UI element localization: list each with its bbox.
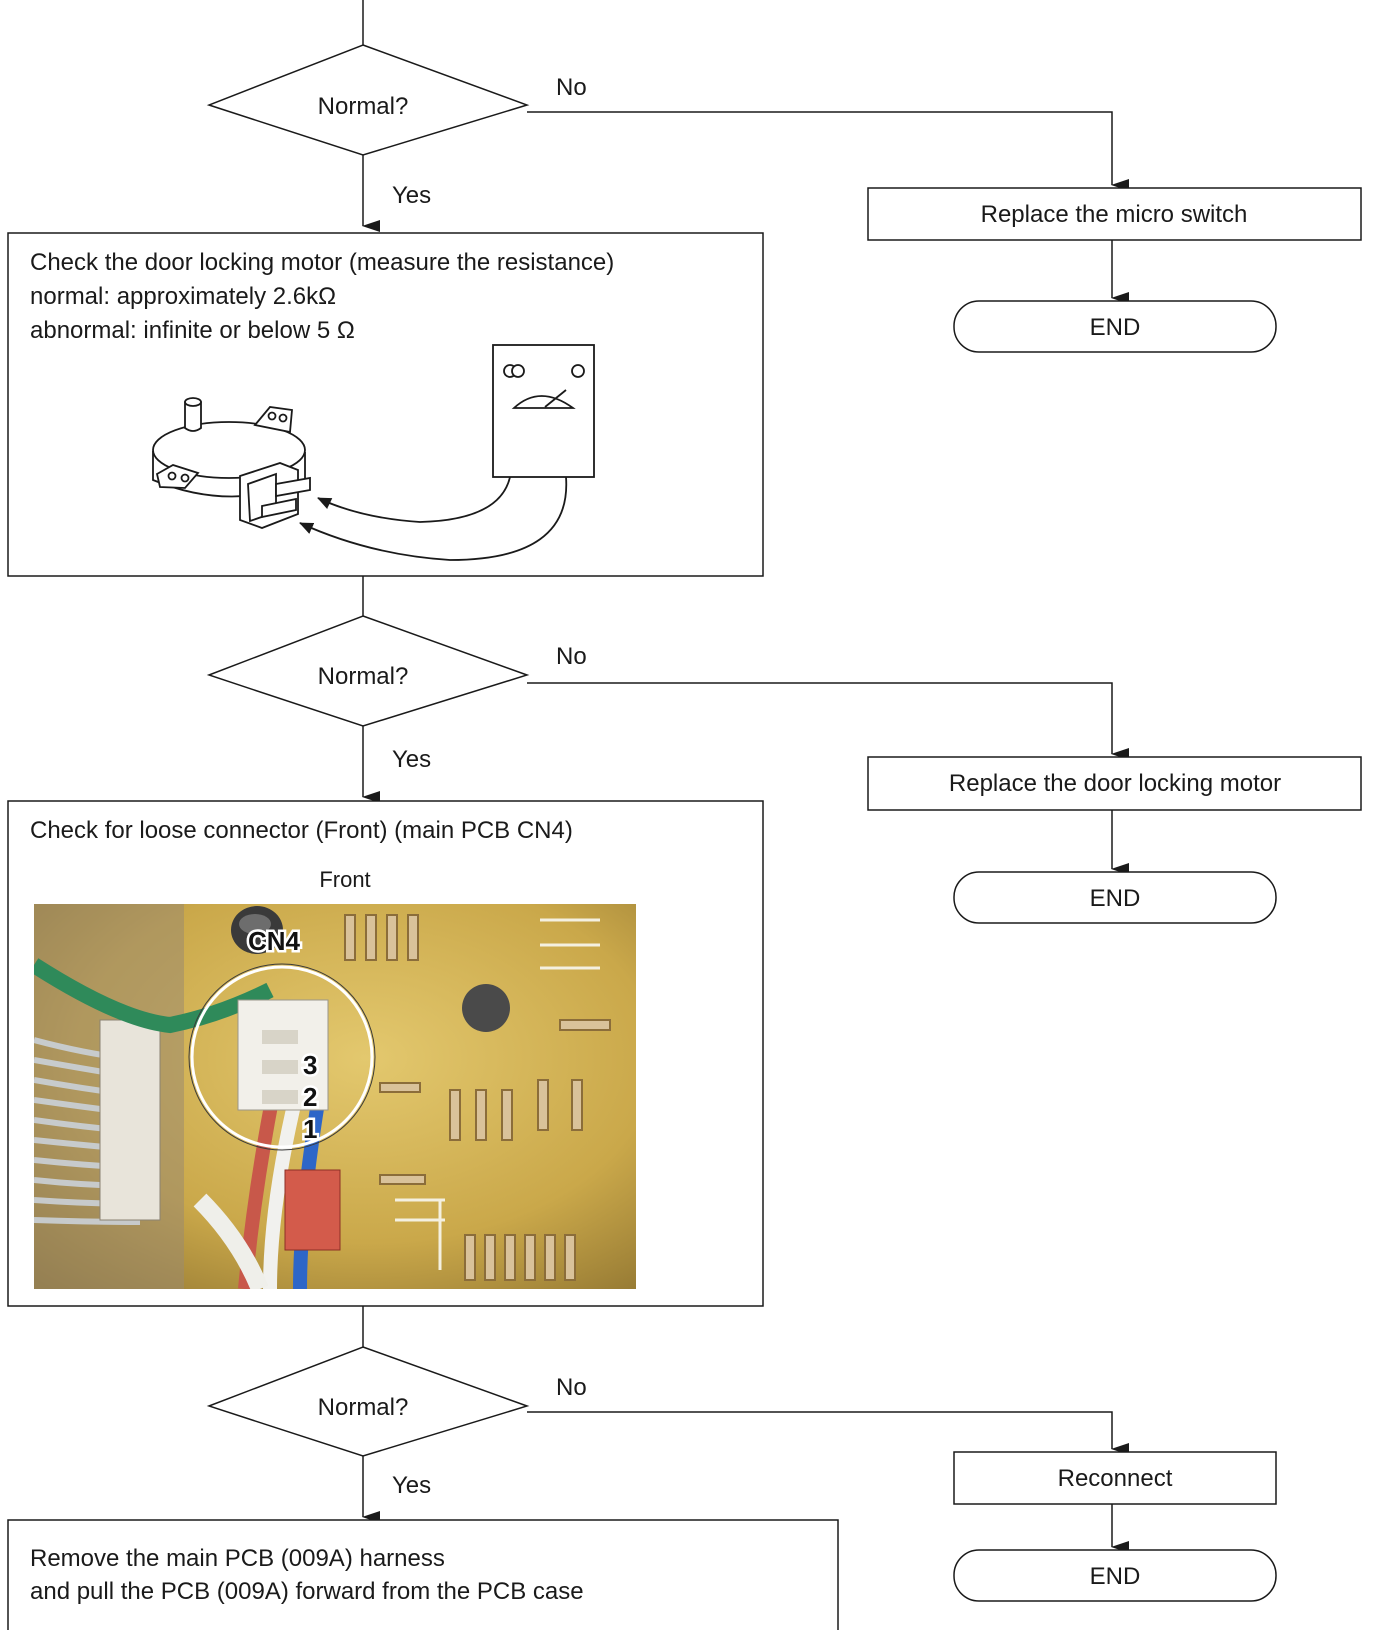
probe-lead — [317, 476, 511, 523]
pin-label: 1 — [303, 1114, 317, 1144]
decision-yes-label: Yes — [392, 182, 431, 209]
decision-no-label: No — [556, 1374, 587, 1401]
action-box-replace-micro-switch — [867, 187, 1362, 241]
action-box-replace-door-locking-motor — [867, 756, 1362, 811]
pcb-photo — [34, 904, 636, 1289]
step-line: normal: approximately 2.6kΩ — [30, 283, 336, 310]
decision-no-label: No — [556, 74, 587, 101]
end-terminator — [953, 300, 1277, 353]
end-label: END — [1090, 885, 1141, 912]
step-line: Check the door locking motor (measure th… — [30, 249, 614, 276]
step-line: Remove the main PCB (009A) harness — [30, 1545, 445, 1572]
decision-3: Normal? No Yes — [206, 1346, 587, 1499]
step-box-remove-pcb — [7, 1519, 839, 1630]
decision-question: Normal? — [318, 1394, 409, 1421]
probe-lead — [299, 476, 568, 561]
decision-no-label: No — [556, 643, 587, 670]
decision-question: Normal? — [318, 93, 409, 120]
action-box-reconnect — [953, 1451, 1277, 1505]
connector-highlight-circle — [190, 965, 374, 1149]
end-terminator — [953, 871, 1277, 924]
pin-label: 3 — [303, 1050, 317, 1080]
action-label: Reconnect — [1058, 1465, 1173, 1492]
end-label: END — [1090, 314, 1141, 341]
action-label: Replace the door locking motor — [949, 770, 1281, 797]
step-line: abnormal: infinite or below 5 Ω — [30, 317, 355, 344]
no-branch-connector — [527, 111, 1129, 191]
action-label: Replace the micro switch — [981, 201, 1248, 228]
pin-label: 2 — [303, 1082, 317, 1112]
photo-caption: Front — [319, 867, 370, 892]
decision-2: Normal? No Yes — [206, 615, 587, 773]
step-title: Check for loose connector (Front) (main … — [30, 817, 573, 844]
photo-connector-label: CN4 — [248, 926, 301, 956]
decision-yes-label: Yes — [392, 1472, 431, 1499]
decision-question: Normal? — [318, 663, 409, 690]
step-line: and pull the PCB (009A) forward from the… — [30, 1578, 584, 1605]
motor-illustration — [152, 397, 311, 529]
end-label: END — [1090, 1563, 1141, 1590]
end-terminator — [953, 1549, 1277, 1602]
multimeter-illustration — [492, 344, 595, 478]
no-branch-connector — [527, 682, 1129, 760]
decision-yes-label: Yes — [392, 746, 431, 773]
decision-1: Normal? No Yes — [206, 44, 587, 209]
no-branch-connector — [527, 1411, 1129, 1455]
